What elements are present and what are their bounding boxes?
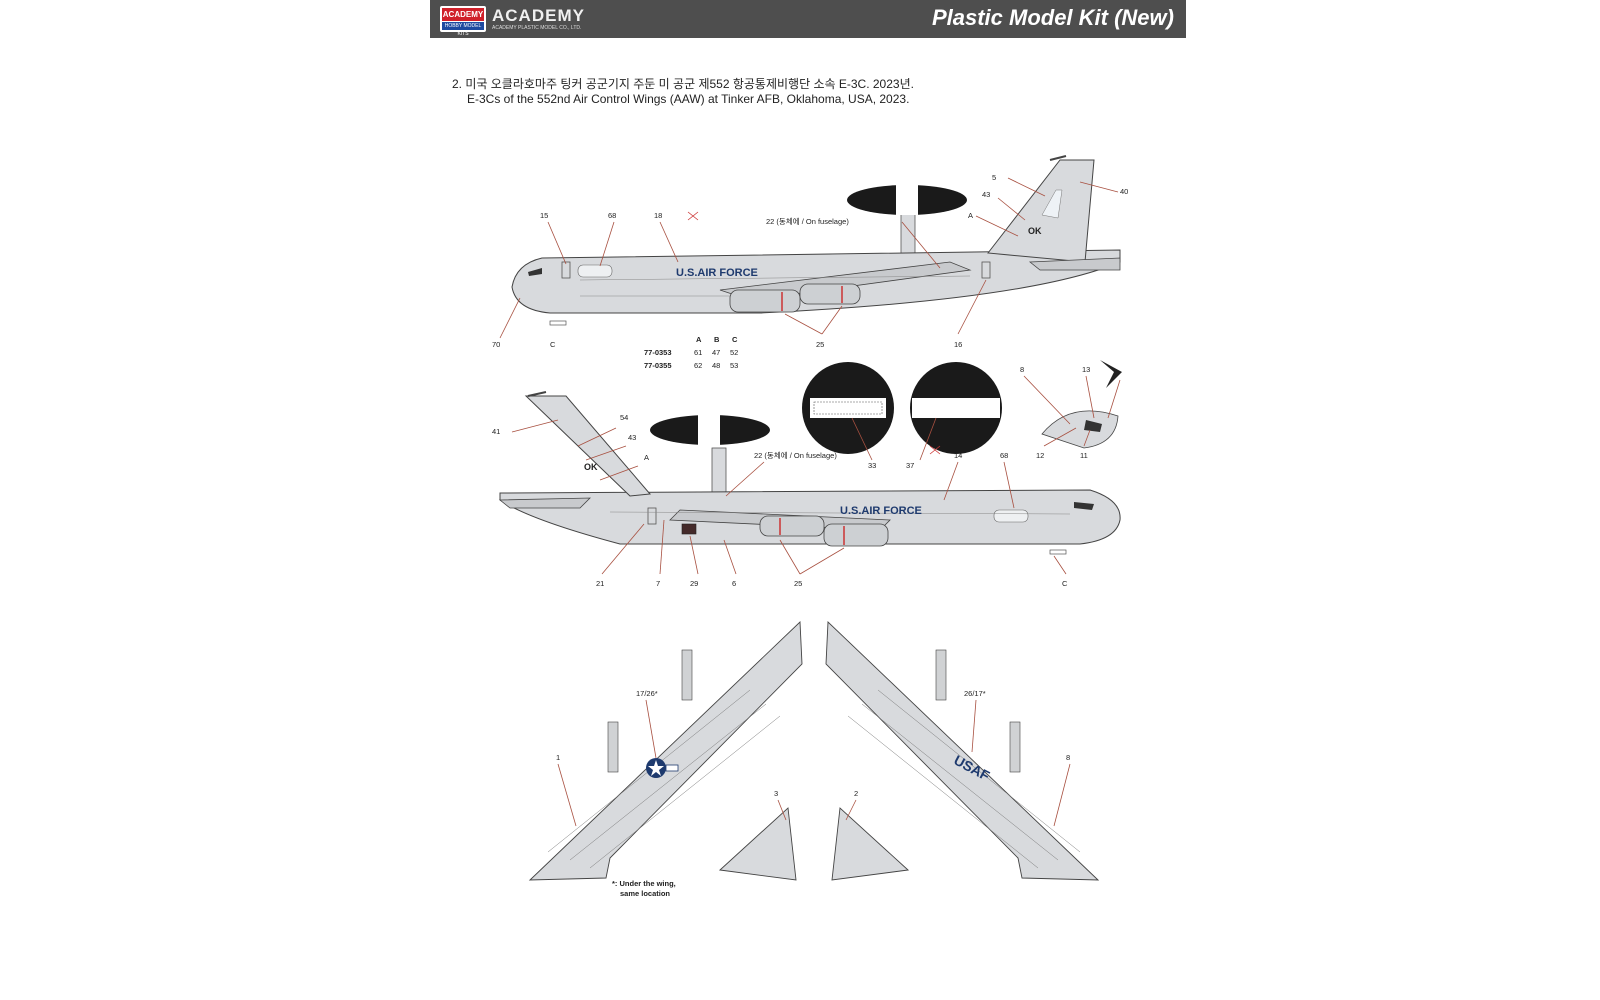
callout-21: 21 (596, 579, 604, 588)
kit-title: Plastic Model Kit (New) (931, 5, 1174, 30)
decal-diagram: U.S.AIR FORCE OK 15 68 18 5 43 40 (492, 155, 1128, 898)
serial-table: A B C 77-0353 61 47 52 77-0355 62 48 53 (644, 335, 738, 370)
callout-37: 37 (906, 461, 914, 470)
bottom-fuselage-lettering: U.S.AIR FORCE (840, 505, 922, 517)
bottom-leaders (511, 419, 1067, 575)
callout-25-bottom: 25 (794, 579, 802, 588)
caption-english: E-3Cs of the 552nd Air Control Wings (AA… (467, 92, 910, 106)
instruction-sheet: ACADEMY HOBBY MODEL KITS ACADEMY ACADEMY… (430, 0, 1186, 920)
callout-3: 3 (774, 789, 778, 798)
aircraft-right-profile: U.S.AIR FORCE OK (498, 391, 1121, 547)
on-fuselage-note-top: 22 (동체에 / On fuselage) (766, 216, 849, 226)
table-header-a: A (696, 335, 702, 344)
callout-43: 43 (982, 190, 990, 199)
table-header-c: C (732, 335, 738, 344)
table-header-b: B (714, 335, 720, 344)
callout-11: 11 (1080, 451, 1088, 460)
callout-25-top: 25 (816, 340, 824, 349)
brand-name: ACADEMY (492, 6, 585, 25)
table-cell: 47 (712, 348, 720, 357)
callout-43-bottom: 43 (628, 433, 636, 442)
callout-7: 7 (656, 579, 660, 588)
callout-68: 68 (608, 211, 616, 220)
callout-1: 1 (556, 753, 560, 762)
callout-2: 2 (854, 789, 858, 798)
footnote-line-1: *: Under the wing, (612, 879, 676, 888)
table-cell: 48 (712, 361, 720, 370)
callout-5: 5 (992, 173, 996, 182)
table-cell: 62 (694, 361, 702, 370)
right-wing: USAF 26/17* 8 2 (825, 620, 1100, 881)
academy-logo: ACADEMY HOBBY MODEL KITS (440, 6, 486, 37)
caption-korean: 2. 미국 오클라호마주 팅커 공군기지 주둔 미 공군 제552 항공통제비행… (452, 77, 914, 91)
top-callouts: 15 68 18 5 43 40 A 70 C 25 16 22 (동체에 / … (492, 173, 1128, 349)
top-tail-code: OK (1028, 226, 1042, 236)
callout-c-top: C (550, 340, 556, 349)
callout-33: 33 (868, 461, 876, 470)
logo-top-text: ACADEMY (442, 8, 484, 21)
callout-13: 13 (1082, 365, 1090, 374)
callout-68-bottom: 68 (1000, 451, 1008, 460)
callout-8-wing: 8 (1066, 753, 1070, 762)
table-serial-2: 77-0355 (644, 361, 672, 370)
brand-subtitle: ACADEMY PLASTIC MODEL CO., LTD. (492, 25, 582, 31)
callout-6: 6 (732, 579, 736, 588)
callout-70: 70 (492, 340, 500, 349)
table-cell: 53 (730, 361, 738, 370)
callout-40: 40 (1120, 187, 1128, 196)
callout-12: 12 (1036, 451, 1044, 460)
callout-29: 29 (690, 579, 698, 588)
scheme-caption: 2. 미국 오클라호마주 팅커 공군기지 주둔 미 공군 제552 항공통제비행… (452, 77, 914, 107)
wing-note-right: 26/17* (964, 689, 986, 698)
callout-14: 14 (954, 451, 962, 460)
callout-a-top: A (968, 211, 973, 220)
callout-8-nose: 8 (1020, 365, 1024, 374)
callout-41: 41 (492, 427, 500, 436)
table-serial-1: 77-0353 (644, 348, 672, 357)
callout-16: 16 (954, 340, 962, 349)
nose-detail: 8 13 12 11 (1020, 360, 1122, 460)
wing-note-left: 17/26* (636, 689, 658, 698)
callout-18: 18 (654, 211, 662, 220)
callout-15: 15 (540, 211, 548, 220)
callout-54: 54 (620, 413, 628, 422)
callout-a-bottom: A (644, 453, 649, 462)
logo-bottom-text: HOBBY MODEL KITS (442, 22, 484, 37)
aircraft-left-profile: U.S.AIR FORCE OK (511, 155, 1121, 314)
left-wing: 17/26* 1 3 (528, 620, 803, 881)
header-bar: ACADEMY HOBBY MODEL KITS ACADEMY ACADEMY… (430, 0, 1186, 38)
table-cell: 61 (694, 348, 702, 357)
callout-c-bottom: C (1062, 579, 1068, 588)
on-fuselage-note-bottom: 22 (동체에 / On fuselage) (754, 450, 837, 460)
table-cell: 52 (730, 348, 738, 357)
top-leaders (499, 177, 1119, 339)
bottom-callouts: 41 54 43 A 21 7 29 6 25 14 68 C 22 (동체에 … (492, 413, 1068, 588)
top-fuselage-lettering: U.S.AIR FORCE (676, 267, 758, 279)
footnote-line-2: same location (620, 889, 670, 898)
bottom-tail-code: OK (584, 462, 598, 472)
rotodome-detail-circles: 33 37 (802, 362, 1002, 470)
